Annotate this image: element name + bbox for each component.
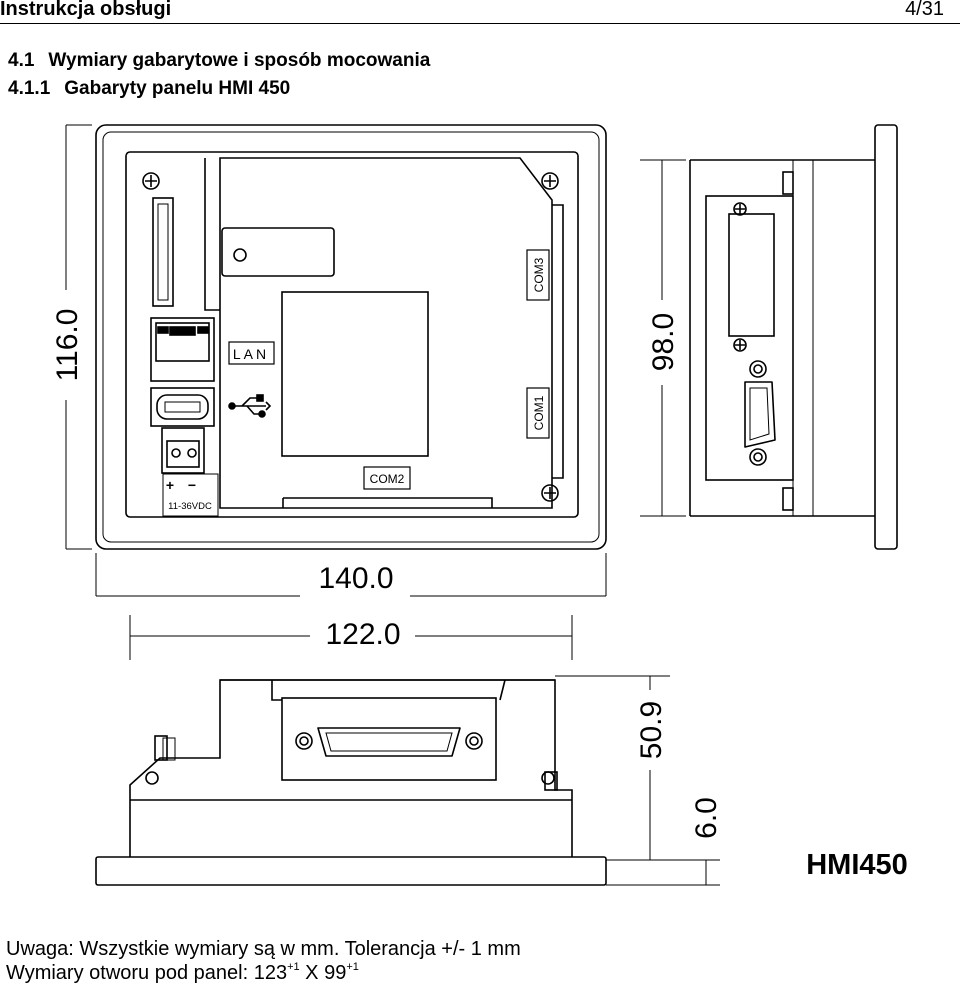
hmi-dimension-drawing: 116.0 98.0 140.0 122.0 50.9 6.0 LAN COM3… [51, 124, 908, 886]
ethernet-port-icon [150, 317, 215, 382]
usb-symbol-icon [228, 394, 272, 418]
page-header-title: Instrukcja obsługi [0, 0, 172, 20]
dim-label-116: 116.0 [51, 309, 84, 382]
dim-label-6-0: 6.0 [690, 797, 723, 839]
dim-label-98: 98.0 [647, 313, 680, 371]
bottom-view [95, 679, 607, 886]
usb-port-icon [150, 387, 215, 427]
dimension-height-98 [640, 159, 686, 517]
rear-view [95, 124, 607, 550]
screw-icon [145, 732, 555, 785]
screw-icon [733, 202, 767, 466]
dim-label-50-9: 50.9 [635, 701, 668, 759]
note-units-tolerance: Uwaga: Wszystkie wymiary są w mm. Tolera… [6, 938, 521, 960]
subsection-title: Gabaryty panelu HMI 450 [64, 78, 291, 99]
dimension-depth [555, 675, 720, 886]
label-power-plus: + [166, 477, 174, 493]
model-label: HMI450 [806, 849, 908, 881]
note-cutout-tolerance-1: +1 [287, 961, 300, 973]
screw-icon [142, 172, 559, 502]
dimension-width-122 [129, 615, 573, 660]
power-connector-icon [161, 427, 205, 474]
db25-connector-icon [317, 727, 461, 757]
dim-label-140: 140.0 [318, 562, 393, 595]
header-rule [0, 23, 960, 24]
note-cutout-prefix: Wymiary otworu pod panel: 123 [6, 962, 288, 984]
note-cutout-tolerance-2: +1 [346, 961, 359, 973]
note-cutout-mid: X 99 [299, 962, 347, 984]
label-power-voltage: 11-36VDC [168, 501, 212, 512]
label-lan: LAN [233, 346, 269, 362]
subsection-heading: 4.1.1 Gabaryty panelu HMI 450 [8, 78, 290, 100]
label-power-minus: − [188, 477, 196, 493]
subsection-number: 4.1.1 [8, 78, 51, 99]
label-com3: COM3 [532, 257, 546, 292]
section-number: 4.1 [8, 50, 35, 71]
page-number: 4/31 [905, 0, 944, 20]
section-heading: 4.1 Wymiary gabarytowe i sposób mocowania [8, 50, 430, 72]
dimension-height-116 [65, 124, 92, 550]
section-title: Wymiary gabarytowe i sposób mocowania [48, 50, 431, 71]
dimension-width-140 [95, 553, 607, 597]
label-com2: COM2 [370, 472, 405, 486]
label-com1: COM1 [532, 395, 546, 430]
side-view [689, 124, 898, 550]
dim-label-122: 122.0 [325, 618, 400, 651]
db9-connector-icon [744, 381, 776, 448]
note-cutout-dimensions: Wymiary otworu pod panel: 123+1 X 99+1 [6, 962, 359, 985]
